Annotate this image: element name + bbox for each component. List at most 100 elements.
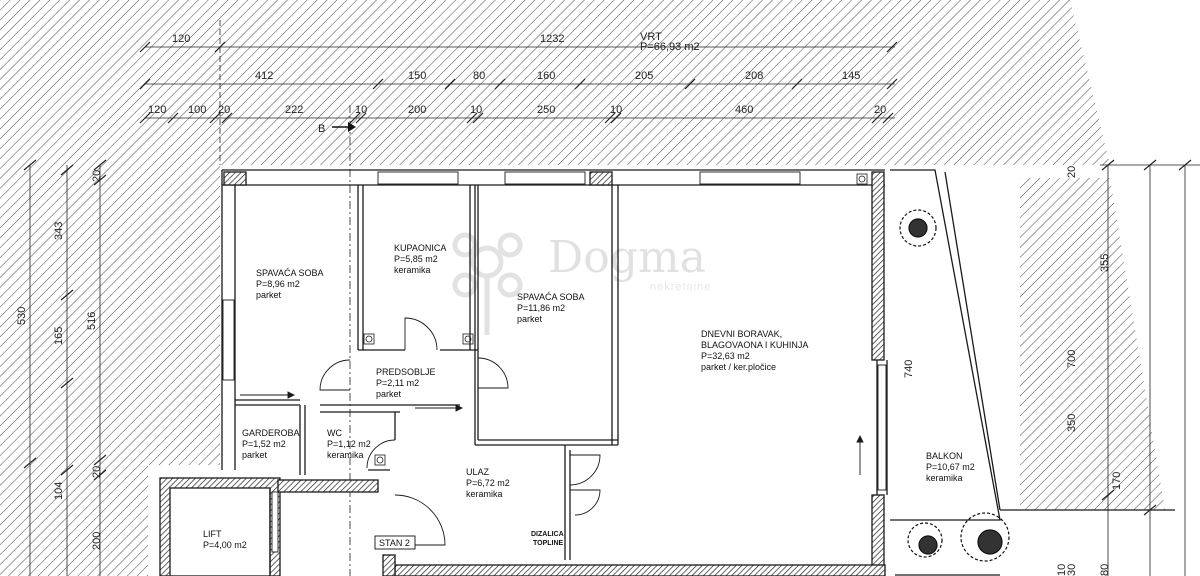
dim-label: 30 [1066, 564, 1078, 576]
room-kupaonica: KUPAONICA P=5,85 m2 keramika [394, 243, 446, 275]
room-floor: parket [256, 290, 282, 300]
dim-label: 516 [86, 312, 98, 330]
room-floor: keramika [466, 489, 503, 499]
room-floor: parket / ker.pločice [701, 362, 776, 372]
right-dimensions [1100, 159, 1200, 576]
dim-label: 350 [1066, 414, 1078, 432]
dim-label: 80 [473, 70, 485, 82]
room-wc: WC P=1,12 m2 keramika [327, 428, 371, 460]
unit-label: STAN 2 [374, 535, 416, 550]
room-spavaca-soba-1: SPAVAĆA SOBA P=8,96 m2 parket [256, 268, 324, 300]
plant-icon [899, 209, 1010, 562]
left-dim-labels: 530 20 343 165 20 104 200 516 [16, 170, 103, 550]
watermark-sub: nekretnine [650, 281, 711, 293]
room-floor: parket [242, 450, 268, 460]
dim-label: 222 [285, 104, 303, 116]
room-garderoba: GARDEROBA P=1,52 m2 parket [242, 428, 300, 460]
unit-label-text: STAN 2 [379, 538, 410, 548]
dim-label: 205 [635, 70, 653, 82]
windows [222, 171, 887, 553]
dim-label: 20 [91, 466, 103, 478]
dim-label: 100 [188, 104, 206, 116]
room-area: P=1,52 m2 [242, 439, 286, 449]
dim-label: 120 [148, 104, 166, 116]
dim-label: 200 [91, 532, 103, 550]
top-dims-row2: 412 150 80 160 205 208 145 [255, 70, 860, 82]
heat-pump-line1: DIZALICA [531, 531, 564, 538]
room-dnevni-boravak: DNEVNI BORAVAK, BLAGOVAONA I KUHINJA P=3… [701, 329, 808, 372]
room-floor: parket [517, 314, 543, 324]
dim-label: 208 [745, 70, 763, 82]
room-predsoblje: PREDSOBLJE P=2,11 m2 parket [376, 367, 436, 399]
dim-label: 460 [735, 104, 753, 116]
dim-label: 343 [53, 222, 65, 240]
walls [159, 169, 1175, 576]
room-lift: LIFT P=4,00 m2 [203, 529, 247, 550]
room-area: P=1,12 m2 [327, 439, 371, 449]
room-name: WC [327, 428, 342, 438]
dim-label: 165 [53, 327, 65, 345]
room-area: P=2,11 m2 [376, 378, 419, 388]
left-dimensions [23, 159, 107, 576]
dim-label: 20 [218, 104, 230, 116]
room-spavaca-soba-2: SPAVAĆA SOBA P=11,86 m2 parket [517, 292, 585, 324]
doors [240, 317, 864, 546]
room-area: P=10,67 m2 [926, 462, 975, 472]
right-dim-labels: 355 740 700 350 170 20 80 30 10 [903, 166, 1123, 576]
section-marker: B [318, 122, 356, 135]
dim-label: 145 [842, 70, 860, 82]
dim-label: 412 [255, 70, 273, 82]
dim-label: 170 [1111, 472, 1123, 490]
dim-label: 530 [16, 307, 28, 325]
room-floor: keramika [926, 473, 963, 483]
dim-label: 20 [874, 104, 886, 116]
top-dims-row1: 120 1232 VRT P=66,93 m2 [172, 31, 700, 53]
dim-label: 20 [1066, 166, 1078, 178]
dim-label: 355 [1099, 254, 1111, 272]
room-balkon: BALKON P=10,67 m2 keramika [926, 451, 975, 483]
room-name: SPAVAĆA SOBA [517, 292, 585, 302]
room-area: P=5,85 m2 [394, 254, 438, 264]
room-name: ULAZ [466, 467, 490, 477]
room-name: BLAGOVAONA I KUHINJA [701, 340, 808, 350]
room-area: P=11,86 m2 [517, 303, 565, 313]
room-area: P=4,00 m2 [203, 540, 247, 550]
heat-pump-line2: TOPLINE [533, 540, 564, 547]
section-marker-label: B [318, 123, 325, 135]
room-ulaz: ULAZ P=6,72 m2 keramika [466, 467, 510, 499]
dim-label: 250 [537, 104, 555, 116]
room-floor: keramika [327, 450, 364, 460]
room-name: DNEVNI BORAVAK, [701, 329, 782, 339]
room-area: P=32,63 m2 [701, 351, 750, 361]
top-dimensions [139, 20, 898, 576]
room-area: P=6,72 m2 [466, 478, 510, 488]
fixtures [363, 173, 868, 466]
dim-label: 740 [903, 360, 915, 378]
watermark: Dogma nekretnine [452, 232, 711, 335]
room-name: PREDSOBLJE [376, 367, 436, 377]
top-dims-row3: 120 100 20 222 10 200 10 250 10 460 20 [148, 104, 886, 116]
dim-label: 20 [91, 170, 103, 182]
plot-area: P=66,93 m2 [640, 41, 700, 53]
dim-label: 700 [1066, 350, 1078, 368]
dim-label: 10 [1056, 564, 1068, 576]
room-floor: parket [376, 389, 402, 399]
dim-label: 160 [537, 70, 555, 82]
dim-label: 150 [408, 70, 426, 82]
room-name: KUPAONICA [394, 243, 446, 253]
dim-label: 1232 [540, 33, 564, 45]
heat-pump-label: DIZALICA TOPLINE [531, 531, 564, 547]
room-name: BALKON [926, 451, 963, 461]
building-footprint [222, 170, 887, 576]
dim-label: 104 [53, 482, 65, 500]
dim-label: 200 [408, 104, 426, 116]
dim-label: 120 [172, 33, 190, 45]
room-floor: keramika [394, 265, 431, 275]
watermark-brand: Dogma [548, 232, 706, 283]
room-area: P=8,96 m2 [256, 279, 300, 289]
watermark-logo-icon [452, 232, 523, 335]
dim-label: 80 [1099, 564, 1111, 576]
dim-label: 10 [610, 104, 622, 116]
dim-label: 10 [470, 104, 482, 116]
